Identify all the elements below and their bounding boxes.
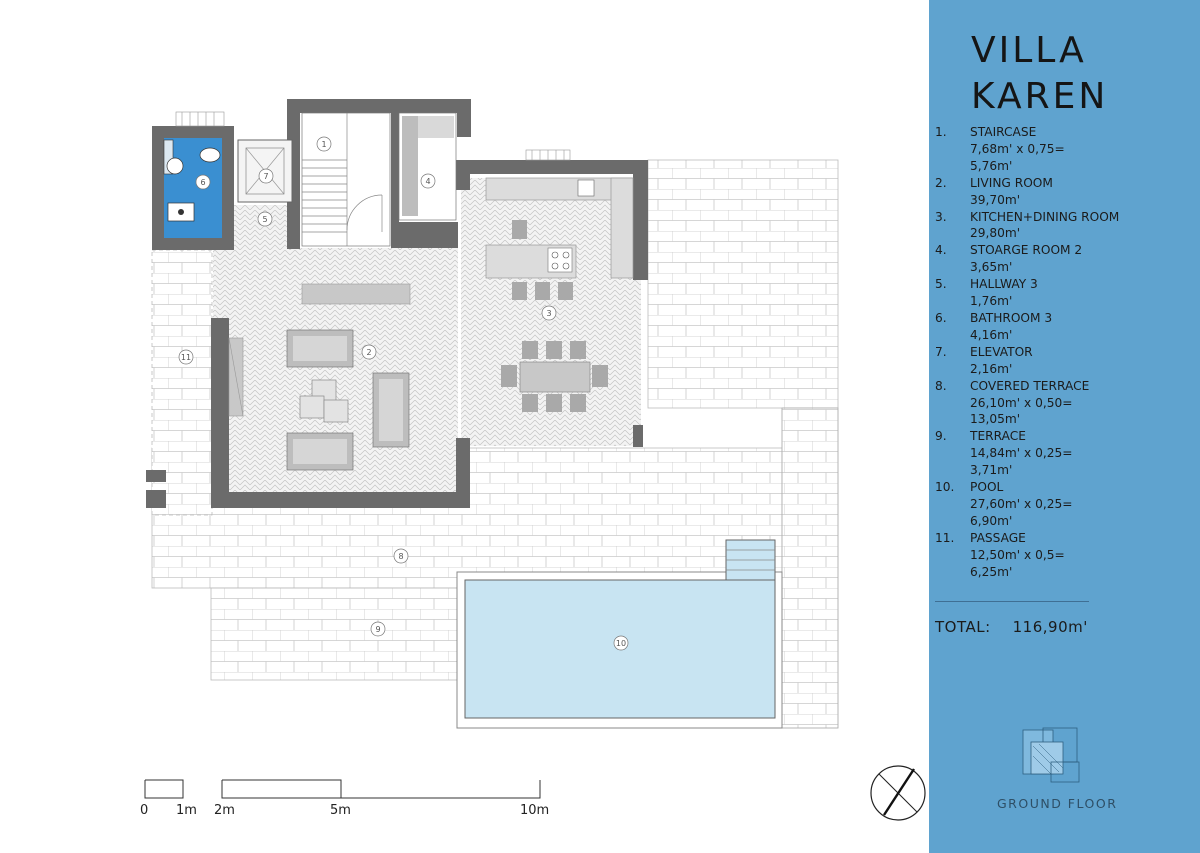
scale-label-0: 0: [140, 803, 148, 818]
room-markers: [178, 136, 629, 651]
scale-label-1m: 1m: [176, 803, 197, 818]
legend-item: 11. PASSAGE 12,50m' x 0,5= 6,25m': [935, 530, 1197, 581]
room-marker-8: 8: [398, 552, 403, 561]
staircase: [301, 112, 391, 247]
legend-number: 9.: [935, 429, 947, 444]
room-marker-2: 2: [366, 348, 371, 357]
room-marker-1: 1: [321, 140, 326, 149]
legend-item: 2. LIVING ROOM 39,70m': [935, 175, 1197, 209]
legend-area: 27,60m' x 0,25=: [970, 496, 1073, 511]
legend-number: 7.: [935, 344, 947, 359]
scale-bar: [144, 779, 541, 799]
scale-label-10m: 10m: [520, 803, 549, 818]
total-label: TOTAL:: [935, 618, 991, 636]
legend-area: 6,25m': [970, 564, 1013, 579]
legend-area: 5,76m': [970, 158, 1013, 173]
legend-area: 1,76m': [970, 294, 1013, 309]
legend-room-name: BATHROOM 3: [970, 310, 1053, 325]
legend-room-name: STAIRCASE: [970, 125, 1037, 139]
room-marker-6: 6: [200, 178, 205, 187]
window-marks: [175, 111, 571, 161]
legend-item: 6. BATHROOM 3 4,16m': [935, 310, 1197, 344]
legend-area: 7,68m' x 0,75=: [970, 141, 1065, 156]
floor-label: GROUND FLOOR: [997, 796, 1118, 811]
legend-number: 2.: [935, 175, 947, 190]
legend-room-name: PASSAGE: [970, 530, 1026, 545]
room-legend: 1. STAIRCASE 7,68m' x 0,75= 5,76m' 2. LIVING …: [935, 124, 1197, 580]
legend-area: 14,84m' x 0,25=: [970, 446, 1073, 461]
legend-number: 11.: [935, 530, 955, 545]
floor-thumbnail-icon: [1022, 727, 1080, 783]
legend-area: 3,71m': [970, 463, 1013, 478]
legend-area: 29,80m': [970, 226, 1021, 241]
legend-item: 1. STAIRCASE 7,68m' x 0,75= 5,76m': [935, 124, 1197, 175]
room-marker-11: 11: [181, 353, 191, 362]
info-panel: VILLA KAREN 1. STAIRCASE 7,68m' x 0,75= 5,7…: [929, 0, 1200, 853]
legend-room-name: COVERED TERRACE: [970, 378, 1090, 393]
legend-area: 3,65m': [970, 260, 1013, 275]
legend-item: 8. COVERED TERRACE 26,10m' x 0,50= 13,05m': [935, 378, 1197, 429]
legend-number: 8.: [935, 378, 947, 393]
legend-room-name: STOARGE ROOM 2: [970, 243, 1083, 258]
legend-number: 5.: [935, 277, 947, 292]
legend-area: 6,90m': [970, 513, 1013, 528]
storage-room: [398, 112, 457, 221]
compass-icon: [870, 765, 926, 821]
legend-number: 6.: [935, 310, 947, 325]
title-line-1: VILLA: [971, 30, 1087, 71]
room-marker-10: 10: [616, 639, 626, 648]
divider: [935, 601, 1089, 602]
bathroom: [163, 138, 222, 238]
legend-area: 26,10m' x 0,50=: [970, 395, 1073, 410]
title-line-2: KAREN: [971, 76, 1109, 117]
legend-area: 4,16m': [970, 327, 1013, 342]
living-furniture: [228, 283, 411, 471]
legend-item: 7. ELEVATOR 2,16m': [935, 344, 1197, 378]
legend-area: 2,16m': [970, 361, 1013, 376]
scale-label-5m: 5m: [330, 803, 351, 818]
legend-number: 3.: [935, 209, 947, 224]
legend-room-name: ELEVATOR: [970, 344, 1033, 359]
legend-number: 1.: [935, 125, 947, 139]
legend-room-name: LIVING ROOM: [970, 175, 1053, 190]
legend-item: 9. TERRACE 14,84m' x 0,25= 3,71m': [935, 428, 1197, 479]
legend-room-name: KITCHEN+DINING ROOM: [970, 209, 1120, 224]
legend-number: 10.: [935, 480, 955, 495]
total-value: 116,90m': [1012, 618, 1088, 636]
legend-area: 12,50m' x 0,5=: [970, 547, 1065, 562]
scale-label-2m: 2m: [214, 803, 235, 818]
legend-item: 3. KITCHEN+DINING ROOM 29,80m': [935, 209, 1197, 243]
room-marker-5: 5: [262, 215, 267, 224]
legend-number: 4.: [935, 243, 947, 258]
room-marker-4: 4: [425, 177, 430, 186]
dining-set: [501, 341, 608, 412]
legend-room-name: POOL: [970, 480, 1004, 495]
room-marker-3: 3: [546, 309, 551, 318]
walls: [146, 99, 648, 508]
floor-plan: 1 2 3 4 5 6 7 8 9 10 11 0 1m 2m 5m 10m: [140, 99, 926, 821]
legend-area: 13,05m': [970, 412, 1021, 427]
kitchen: [485, 177, 634, 300]
legend-area: 39,70m': [970, 192, 1021, 207]
legend-room-name: HALLWAY 3: [970, 277, 1038, 292]
legend-room-name: TERRACE: [970, 429, 1026, 444]
total-area: TOTAL: 116,90m': [935, 618, 1088, 636]
legend-item: 4. STOARGE ROOM 2 3,65m': [935, 242, 1197, 276]
room-marker-9: 9: [375, 625, 380, 634]
room-marker-7: 7: [263, 172, 268, 181]
legend-item: 5. HALLWAY 3 1,76m': [935, 276, 1197, 310]
